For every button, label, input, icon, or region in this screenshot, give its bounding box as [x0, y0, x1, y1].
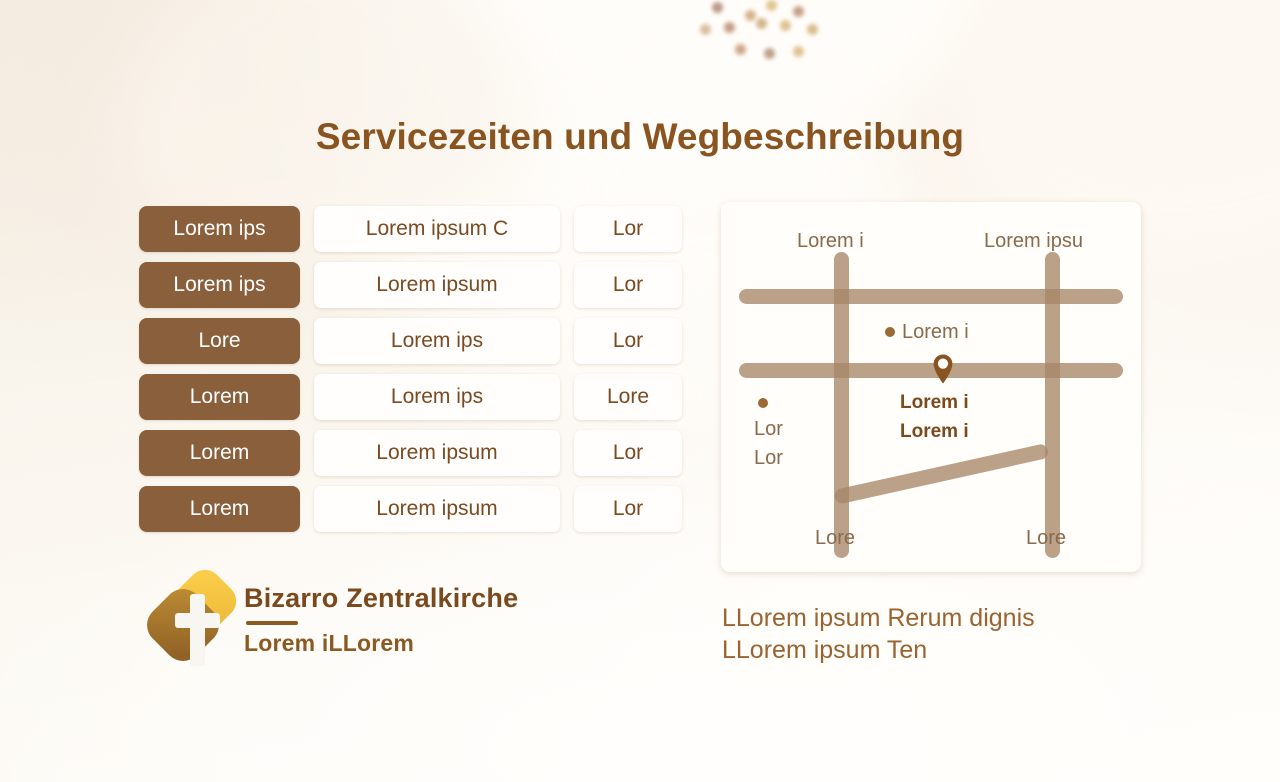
schedule-day-cell: Lorem ips [139, 206, 300, 252]
schedule-time-cell: Lorem ipsum C [314, 206, 560, 252]
schedule-note-cell: Lor [574, 430, 682, 476]
map-side-dot [758, 398, 768, 408]
map-label-side-line1: Lor [754, 418, 783, 440]
map-road-vertical-left [834, 252, 849, 558]
cross-logo-icon [139, 562, 244, 670]
schedule-day-cell: Lorem [139, 486, 300, 532]
map-pin-icon[interactable] [932, 354, 954, 384]
map-road-horizontal-top [739, 289, 1123, 304]
schedule-day-cell: Lorem [139, 374, 300, 420]
logo-text-block: Bizarro Zentralkirche Lorem iLLorem [244, 583, 518, 657]
table-row: Lorem Lorem ipsum Lor [139, 486, 682, 532]
table-row: Lorem Lorem ips Lore [139, 374, 682, 420]
table-row: Lore Lorem ips Lor [139, 318, 682, 364]
table-row: Lorem ips Lorem ipsum C Lor [139, 206, 682, 252]
map-label-side-line2: Lor [754, 447, 783, 469]
page-title: Servicezeiten und Wegbeschreibung [315, 116, 965, 157]
schedule-table: Lorem ips Lorem ipsum C Lor Lorem ips Lo… [139, 206, 682, 542]
schedule-day-cell: Lore [139, 318, 300, 364]
map-road-horizontal-middle [739, 363, 1123, 378]
map-label-bottom-left: Lore [815, 527, 856, 549]
map-label-bottom-right: Lore [1026, 527, 1067, 549]
schedule-time-cell: Lorem ipsum [314, 486, 560, 532]
schedule-note-cell: Lor [574, 318, 682, 364]
map-card[interactable]: Lorem i Lorem ipsu Lorem i Lorem i Lorem… [721, 202, 1141, 572]
schedule-time-cell: Lorem ipsum [314, 430, 560, 476]
map-poi-dot [885, 327, 895, 337]
address-line-1: LLorem ipsum Rerum dignis [722, 604, 1035, 632]
map-label-top-left: Lorem i [797, 230, 864, 252]
map-label-marker-line1: Lorem i [900, 392, 969, 413]
table-row: Lorem ips Lorem ipsum Lor [139, 262, 682, 308]
schedule-time-cell: Lorem ipsum [314, 262, 560, 308]
schedule-note-cell: Lor [574, 262, 682, 308]
schedule-note-cell: Lor [574, 486, 682, 532]
logo-subtitle: Lorem iLLorem [244, 630, 415, 656]
address-block: LLorem ipsum Rerum dignis LLorem ipsum T… [722, 602, 1035, 666]
map-label-top-right: Lorem ipsu [984, 230, 1083, 252]
schedule-day-cell: Lorem ips [139, 262, 300, 308]
schedule-note-cell: Lor [574, 206, 682, 252]
map-road-vertical-right [1045, 252, 1060, 558]
address-line-2: LLorem ipsum Ten [722, 636, 928, 664]
church-logo: Bizarro Zentralkirche Lorem iLLorem [139, 562, 518, 670]
logo-cross-vertical [190, 594, 205, 666]
schedule-time-cell: Lorem ips [314, 318, 560, 364]
schedule-time-cell: Lorem ips [314, 374, 560, 420]
logo-divider [246, 621, 298, 625]
map-label-marker-line2: Lorem i [900, 421, 969, 442]
table-row: Lorem Lorem ipsum Lor [139, 430, 682, 476]
map-label-poi: Lorem i [902, 321, 969, 343]
schedule-note-cell: Lore [574, 374, 682, 420]
logo-name: Bizarro Zentralkirche [244, 583, 519, 613]
logo-cross-horizontal [175, 613, 220, 628]
map-road-diagonal [833, 442, 1050, 505]
schedule-day-cell: Lorem [139, 430, 300, 476]
